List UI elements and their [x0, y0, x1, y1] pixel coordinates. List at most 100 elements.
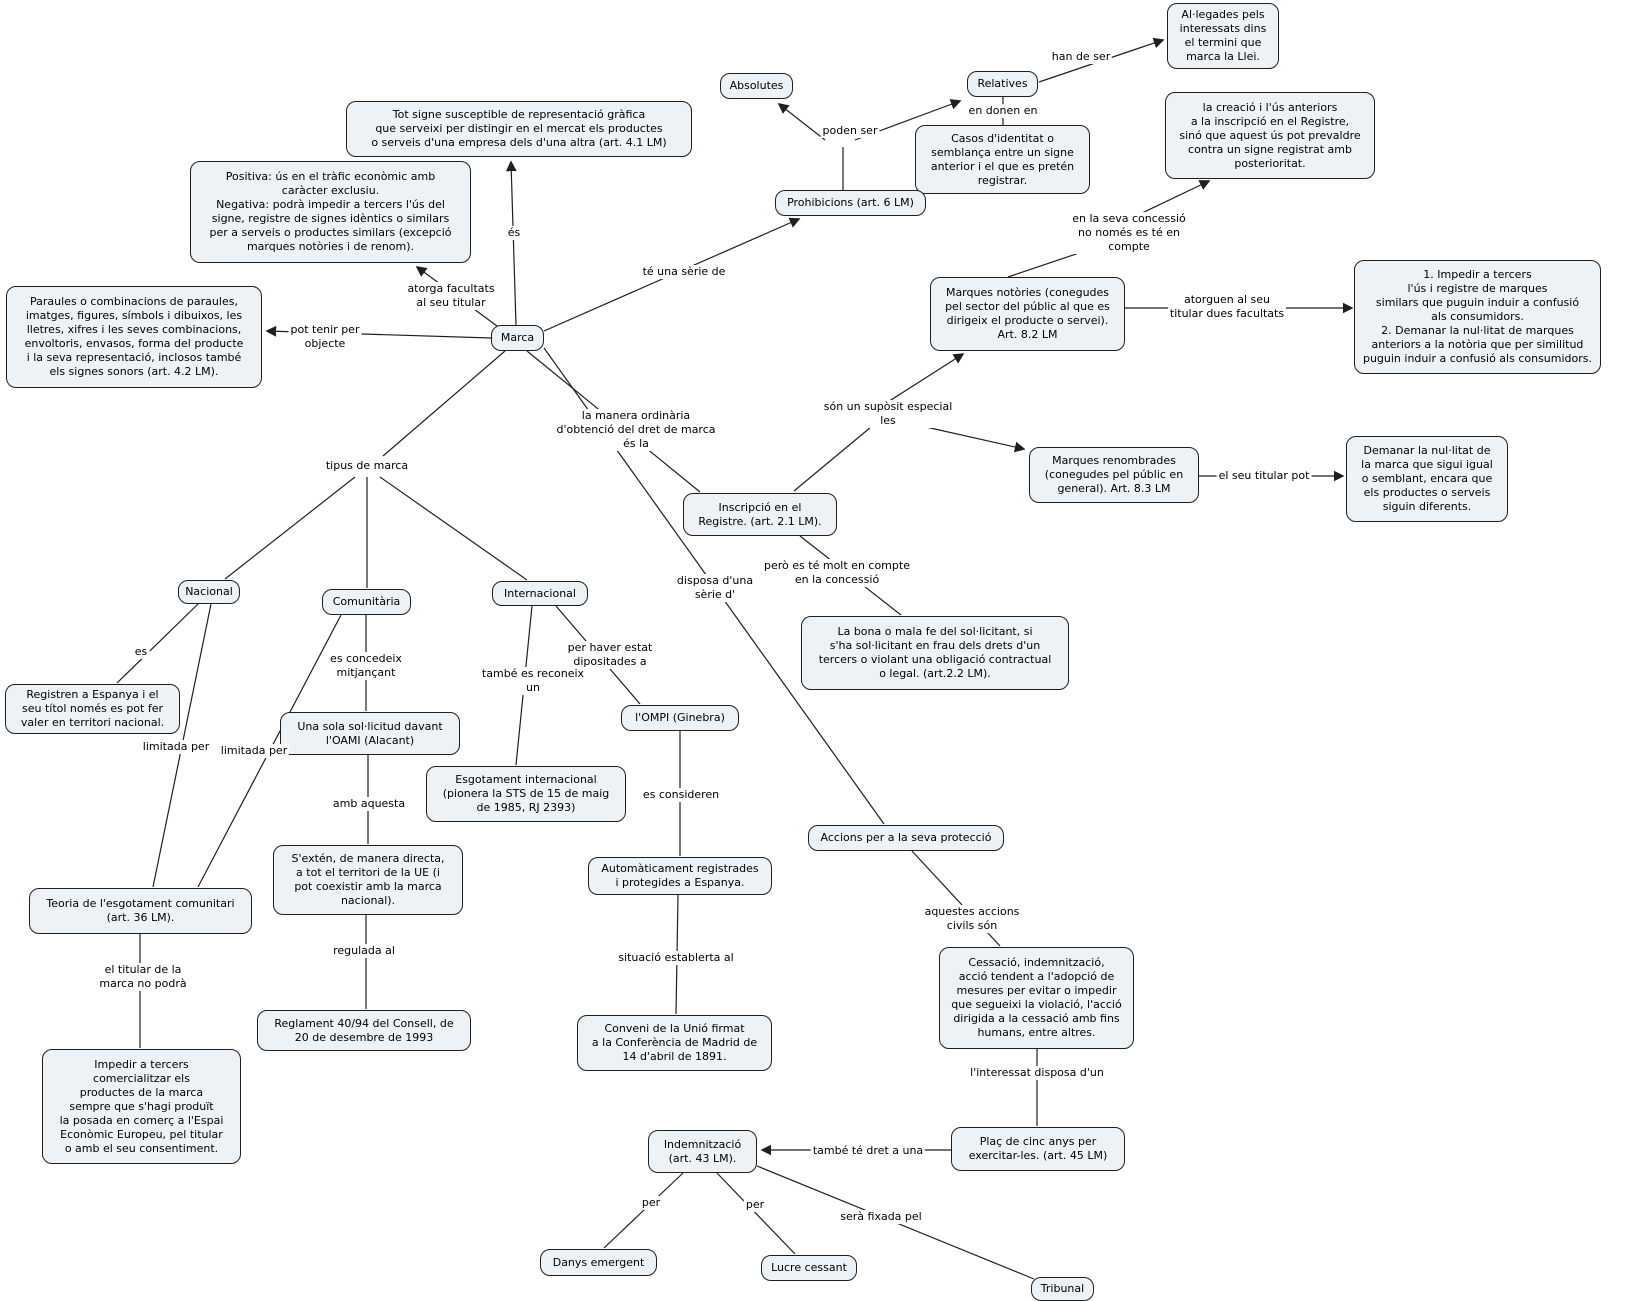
node-text: Prohibicions (art. 6 LM)	[787, 196, 914, 209]
node-accions-proteccio[interactable]: Accions per a la seva protecció	[808, 825, 1004, 851]
node-marques-notories[interactable]: Marques notòries (conegudes pel sector d…	[930, 277, 1125, 351]
node-teoria-esgotament[interactable]: Teoria de l'esgotament comunitari (art. …	[29, 888, 252, 934]
node-text: Plaç de cinc anys per exercitar-les. (ar…	[968, 1135, 1108, 1162]
node-indemnitzacio[interactable]: Indemnització (art. 43 LM).	[648, 1130, 757, 1173]
node-tribunal[interactable]: Tribunal	[1031, 1277, 1094, 1301]
node-absolutes[interactable]: Absolutes	[720, 73, 793, 99]
link-label-atorguen-al-seu: atorguen al seu titular dues facultats	[1167, 293, 1287, 321]
node-ompi[interactable]: l'OMPI (Ginebra)	[621, 705, 739, 731]
link-label-en-la-seva-concessio: en la seva concessió no només es té en c…	[1070, 212, 1188, 254]
node-text: Conveni de la Unió firmat a la Conferènc…	[591, 1022, 758, 1063]
node-creacio-us-anteriors[interactable]: la creació i l'ús anteriors a la inscrip…	[1165, 92, 1375, 179]
link-label-disposa-duna-serie: disposa d'una sèrie d'	[674, 574, 756, 602]
node-prohibicions[interactable]: Prohibicions (art. 6 LM)	[775, 190, 926, 216]
node-reglament[interactable]: Reglament 40/94 del Consell, de 20 de de…	[257, 1010, 471, 1051]
connector-line	[224, 476, 356, 580]
node-marques-renombrades[interactable]: Marques renombrades (conegudes pel públi…	[1029, 447, 1199, 503]
node-relatives[interactable]: Relatives	[967, 71, 1038, 97]
node-tot-signe[interactable]: Tot signe susceptible de representació g…	[346, 101, 692, 157]
node-text: La bona o mala fe del sol·licitant, si s…	[818, 625, 1052, 680]
node-text: Absolutes	[729, 79, 784, 92]
link-label-te-una-serie-de: té una sèrie de	[640, 265, 728, 279]
node-registren-espanya[interactable]: Registren a Espanya i el seu títol només…	[5, 684, 180, 734]
node-text: Inscripció en el Registre. (art. 2.1 LM)…	[698, 500, 822, 528]
link-label-pero-es-te-molt: però es té molt en compte en la concessi…	[762, 559, 912, 587]
link-label-sera-fixada-pel: serà fixada pel	[838, 1210, 924, 1224]
connector-line	[793, 426, 872, 492]
node-text: Al·legades pels interessats dins el term…	[1179, 8, 1267, 63]
link-label-regulada-al: regulada al	[331, 944, 397, 958]
node-text: S'extén, de manera directa, a tot el ter…	[291, 852, 445, 907]
link-label-limitada-per-1: limitada per	[140, 740, 212, 754]
connector-line	[505, 160, 517, 326]
node-automaticament[interactable]: Automàticament registrades i protegides …	[588, 857, 772, 895]
node-conveni-unio[interactable]: Conveni de la Unió firmat a la Conferènc…	[577, 1015, 772, 1071]
link-label-tambe-es-reconeix: també es reconeix un	[479, 667, 587, 695]
node-paraules[interactable]: Paraules o combinacions de paraules, ima…	[6, 286, 262, 388]
link-label-es-nacional: es	[132, 645, 150, 659]
link-label-en-donen-en: en donen en	[966, 104, 1040, 118]
node-lucre-cessant[interactable]: Lucre cessant	[761, 1255, 857, 1281]
node-text: Reglament 40/94 del Consell, de 20 de de…	[274, 1016, 454, 1044]
link-label-per-haver-estat: per haver estat dipositades a	[565, 641, 655, 669]
connector-line	[116, 603, 199, 684]
node-demanar-nullitat[interactable]: Demanar la nul·litat de la marca que sig…	[1346, 436, 1508, 522]
link-label-aquestes-accions: aquestes accions civils són	[922, 905, 1022, 933]
connector-line	[379, 476, 528, 581]
node-text: Lucre cessant	[771, 1261, 847, 1274]
node-text: Cessació, indemnització, acció tendent a…	[951, 956, 1122, 1039]
node-text: Internacional	[504, 586, 576, 600]
link-label-tambe-te-dret: també té dret a una	[810, 1144, 926, 1158]
link-label-es-consideren: es consideren	[640, 788, 722, 802]
node-nacional[interactable]: Nacional	[178, 580, 240, 604]
link-label-son-un-suposit: són un supòsit especial les	[821, 400, 955, 428]
link-label-pot-tenir-per-objecte: pot tenir per objecte	[288, 323, 362, 351]
node-positiva-negativa[interactable]: Positiva: ús en el tràfic econòmic amb c…	[190, 161, 471, 263]
node-allegades[interactable]: Al·legades pels interessats dins el term…	[1167, 3, 1279, 69]
link-label-es-concedeix: es concedeix mitjançant	[328, 652, 404, 680]
node-casos-identitat[interactable]: Casos d'identitat o semblança entre un s…	[915, 125, 1090, 194]
node-plac-cinc-anys[interactable]: Plaç de cinc anys per exercitar-les. (ar…	[951, 1127, 1125, 1171]
node-text: Marca	[500, 331, 535, 344]
node-text: Impedir a tercers comercialitzar els pro…	[59, 1057, 224, 1155]
link-label-han-de-ser: han de ser	[1049, 50, 1113, 64]
node-una-sola-sollicitud[interactable]: Una sola sol·licitud davant l'OAMI (Alac…	[280, 712, 460, 755]
node-text: Registren a Espanya i el seu títol només…	[20, 688, 165, 729]
link-label-el-seu-titular-pot: el seu titular pot	[1216, 469, 1312, 483]
node-internacional[interactable]: Internacional	[492, 581, 588, 606]
node-text: l'OMPI (Ginebra)	[635, 711, 725, 724]
connector-line	[716, 1172, 796, 1255]
node-text: 1. Impedir a tercers l'ús i registre de …	[1362, 268, 1593, 365]
node-text: Accions per a la seva protecció	[820, 831, 992, 844]
node-comunitaria[interactable]: Comunitària	[322, 589, 411, 615]
node-text: Marques renombrades (conegudes pel públi…	[1044, 454, 1184, 495]
link-label-amb-aquesta: amb aquesta	[330, 797, 408, 811]
node-text: Relatives	[977, 77, 1028, 90]
node-text: Tribunal	[1040, 1282, 1085, 1295]
node-text: Paraules o combinacions de paraules, ima…	[24, 295, 244, 378]
node-inscripcio[interactable]: Inscripció en el Registre. (art. 2.1 LM)…	[683, 493, 837, 536]
node-dues-facultats[interactable]: 1. Impedir a tercers l'ús i registre de …	[1354, 260, 1601, 374]
connector-line	[1007, 251, 1083, 278]
node-text: Indemnització (art. 43 LM).	[663, 1137, 742, 1165]
node-bona-mala-fe[interactable]: La bona o mala fe del sol·licitant, si s…	[801, 616, 1069, 690]
node-esgotament-internacional[interactable]: Esgotament internacional (pionera la STS…	[426, 766, 626, 822]
node-text: Casos d'identitat o semblança entre un s…	[930, 131, 1075, 187]
node-text: Teoria de l'esgotament comunitari (art. …	[46, 897, 235, 924]
connector-line	[916, 424, 1026, 453]
link-label-el-titular-no-podra: el titular de la marca no podrà	[97, 963, 189, 991]
node-impedir-comercialitzar[interactable]: Impedir a tercers comercialitzar els pro…	[42, 1049, 241, 1164]
node-marca[interactable]: Marca	[491, 325, 544, 351]
link-label-tipus-de-marca: tipus de marca	[323, 459, 411, 473]
node-cessacio[interactable]: Cessació, indemnització, acció tendent a…	[939, 947, 1134, 1049]
node-text: Demanar la nul·litat de la marca que sig…	[1361, 444, 1493, 513]
connector-line	[603, 1172, 684, 1249]
link-label-per-2: per	[743, 1198, 767, 1212]
node-text: Marques notòries (conegudes pel sector d…	[945, 286, 1110, 341]
link-label-la-manera-ordinaria: la manera ordinària d'obtenció del dret …	[554, 409, 718, 451]
node-text: Esgotament internacional (pionera la STS…	[442, 773, 610, 814]
node-text: Nacional	[185, 585, 233, 598]
node-sexten[interactable]: S'extén, de manera directa, a tot el ter…	[273, 845, 463, 915]
node-danys-emergent[interactable]: Danys emergent	[540, 1249, 657, 1276]
